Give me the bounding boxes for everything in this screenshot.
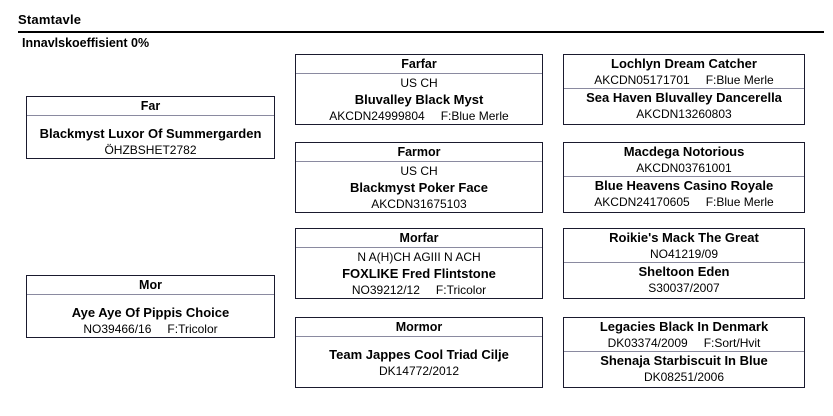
registration-number: AKCDN24999804 (329, 109, 425, 123)
box-label-farmor: Farmor (296, 143, 542, 162)
pedigree-cell-great-grandparent[interactable]: Legacies Black In Denmark DK03374/2009 F:… (564, 318, 804, 352)
registration-number: DK14772/2012 (378, 364, 460, 378)
animal-registration: AKCDN24170605 F:Blue Merle (564, 194, 804, 210)
pedigree-cell-great-grandparent[interactable]: Shenaja Starbiscuit In Blue DK08251/2006 (564, 352, 804, 386)
pedigree-cell-great-grandparent[interactable]: Roikie's Mack The Great NO41219/09 (564, 229, 804, 263)
pedigree-box-mother[interactable]: Mor Aye Aye Of Pippis Choice NO39466/16 F… (26, 275, 275, 338)
title-divider (18, 31, 824, 33)
pedigree-box-farfar[interactable]: Farfar US CH Bluvalley Black Myst AKCDN2… (295, 54, 543, 125)
coat-color: F:Tricolor (435, 283, 487, 297)
coat-color: F:Sort/Hvit (703, 336, 761, 350)
registration-number: NO39466/16 (83, 322, 152, 336)
pedigree-pair-mormor-parents[interactable]: Legacies Black In Denmark DK03374/2009 F:… (563, 317, 805, 388)
box-body-farfar: US CH Bluvalley Black Myst AKCDN24999804… (296, 74, 542, 126)
page-title: Stamtavle (18, 12, 82, 27)
animal-name: Lochlyn Dream Catcher (611, 56, 757, 71)
pedigree-cell-great-grandparent[interactable]: Sea Haven Bluvalley Dancerella AKCDN1326… (564, 89, 804, 123)
animal-name: Shenaja Starbiscuit In Blue (600, 353, 768, 368)
animal-name: Aye Aye Of Pippis Choice (71, 305, 230, 320)
animal-name: Sheltoon Eden (638, 264, 730, 279)
animal-registration: DK03374/2009 F:Sort/Hvit (564, 335, 804, 351)
box-label-mormor: Mormor (296, 318, 542, 337)
animal-registration: AKCDN03761001 (564, 160, 804, 176)
animal-registration: NO41219/09 (564, 246, 804, 262)
pedigree-cell-great-grandparent[interactable]: Lochlyn Dream Catcher AKCDN05171701 F:Blu… (564, 55, 804, 89)
animal-registration: DK08251/2006 (564, 369, 804, 385)
registration-number: NO39212/12 (351, 283, 420, 297)
animal-registration: NO39212/12 F:Tricolor (299, 282, 539, 298)
registration-number: AKCDN03761001 (636, 161, 732, 175)
registration-number: AKCDN24170605 (594, 195, 690, 209)
animal-registration: ÖHZBSHET2782 (30, 142, 271, 158)
animal-name: Roikie's Mack The Great (609, 230, 759, 245)
animal-titles: N A(H)CH AGIII N ACH (357, 250, 481, 264)
pedigree-box-father[interactable]: Far Blackmyst Luxor Of Summergarden ÖHZB… (26, 96, 275, 159)
box-label-mor: Mor (27, 276, 274, 295)
coat-color: F:Tricolor (167, 322, 218, 336)
box-body-far: Blackmyst Luxor Of Summergarden ÖHZBSHET… (27, 116, 274, 160)
animal-name: Blackmyst Luxor Of Summergarden (39, 126, 262, 141)
animal-registration: AKCDN24999804 F:Blue Merle (299, 108, 539, 124)
coat-color: F:Blue Merle (440, 109, 509, 123)
animal-registration: AKCDN13260803 (564, 106, 804, 122)
animal-name: Team Jappes Cool Triad Cilje (329, 347, 509, 362)
pedigree-box-mormor[interactable]: Mormor Team Jappes Cool Triad Cilje DK14… (295, 317, 543, 388)
animal-registration: DK14772/2012 (299, 363, 539, 379)
box-label-morfar: Morfar (296, 229, 542, 248)
box-body-farmor: US CH Blackmyst Poker Face AKCDN31675103 (296, 162, 542, 214)
registration-number: NO41219/09 (649, 247, 719, 261)
registration-number: AKCDN05171701 (594, 73, 690, 87)
registration-number: S30037/2007 (648, 281, 720, 295)
coat-color: F:Blue Merle (705, 195, 774, 209)
animal-registration: AKCDN05171701 F:Blue Merle (564, 72, 804, 88)
animal-titles: US CH (400, 164, 438, 178)
registration-number: DK03374/2009 (607, 336, 688, 350)
pedigree-pair-morfar-parents[interactable]: Roikie's Mack The Great NO41219/09 Shelt… (563, 228, 805, 299)
pedigree-box-farmor[interactable]: Farmor US CH Blackmyst Poker Face AKCDN3… (295, 142, 543, 213)
animal-name: FOXLIKE Fred Flintstone (342, 266, 496, 281)
animal-name: Blue Heavens Casino Royale (594, 178, 774, 193)
pedigree-cell-great-grandparent[interactable]: Blue Heavens Casino Royale AKCDN24170605… (564, 177, 804, 211)
pedigree-cell-great-grandparent[interactable]: Macdega Notorious AKCDN03761001 (564, 143, 804, 177)
box-body-mor: Aye Aye Of Pippis Choice NO39466/16 F:Tri… (27, 295, 274, 339)
box-label-farfar: Farfar (296, 55, 542, 74)
animal-name: Bluvalley Black Myst (354, 92, 484, 107)
pedigree-box-morfar[interactable]: Morfar N A(H)CH AGIII N ACH FOXLIKE Fred… (295, 228, 543, 299)
registration-number: ÖHZBSHET2782 (104, 143, 197, 157)
box-label-far: Far (27, 97, 274, 116)
registration-number: AKCDN31675103 (371, 197, 467, 211)
animal-registration: NO39466/16 F:Tricolor (30, 321, 271, 337)
pedigree-pair-farmor-parents[interactable]: Macdega Notorious AKCDN03761001 Blue Hea… (563, 142, 805, 213)
coat-color: F:Blue Merle (705, 73, 774, 87)
animal-registration: AKCDN31675103 (299, 196, 539, 212)
box-body-mormor: Team Jappes Cool Triad Cilje DK14772/201… (296, 337, 542, 381)
animal-name: Legacies Black In Denmark (599, 319, 769, 334)
animal-name: Blackmyst Poker Face (349, 180, 489, 195)
pedigree-pair-farfar-parents[interactable]: Lochlyn Dream Catcher AKCDN05171701 F:Blu… (563, 54, 805, 125)
inbreeding-coefficient: Innavlskoeffisient 0% (22, 36, 150, 50)
registration-number: DK08251/2006 (643, 370, 725, 384)
animal-name: Macdega Notorious (623, 144, 745, 159)
pedigree-cell-great-grandparent[interactable]: Sheltoon Eden S30037/2007 (564, 263, 804, 297)
animal-titles: US CH (400, 76, 438, 90)
animal-name: Sea Haven Bluvalley Dancerella (586, 90, 782, 105)
registration-number: AKCDN13260803 (636, 107, 732, 121)
box-body-morfar: N A(H)CH AGIII N ACH FOXLIKE Fred Flints… (296, 248, 542, 300)
animal-registration: S30037/2007 (564, 280, 804, 296)
